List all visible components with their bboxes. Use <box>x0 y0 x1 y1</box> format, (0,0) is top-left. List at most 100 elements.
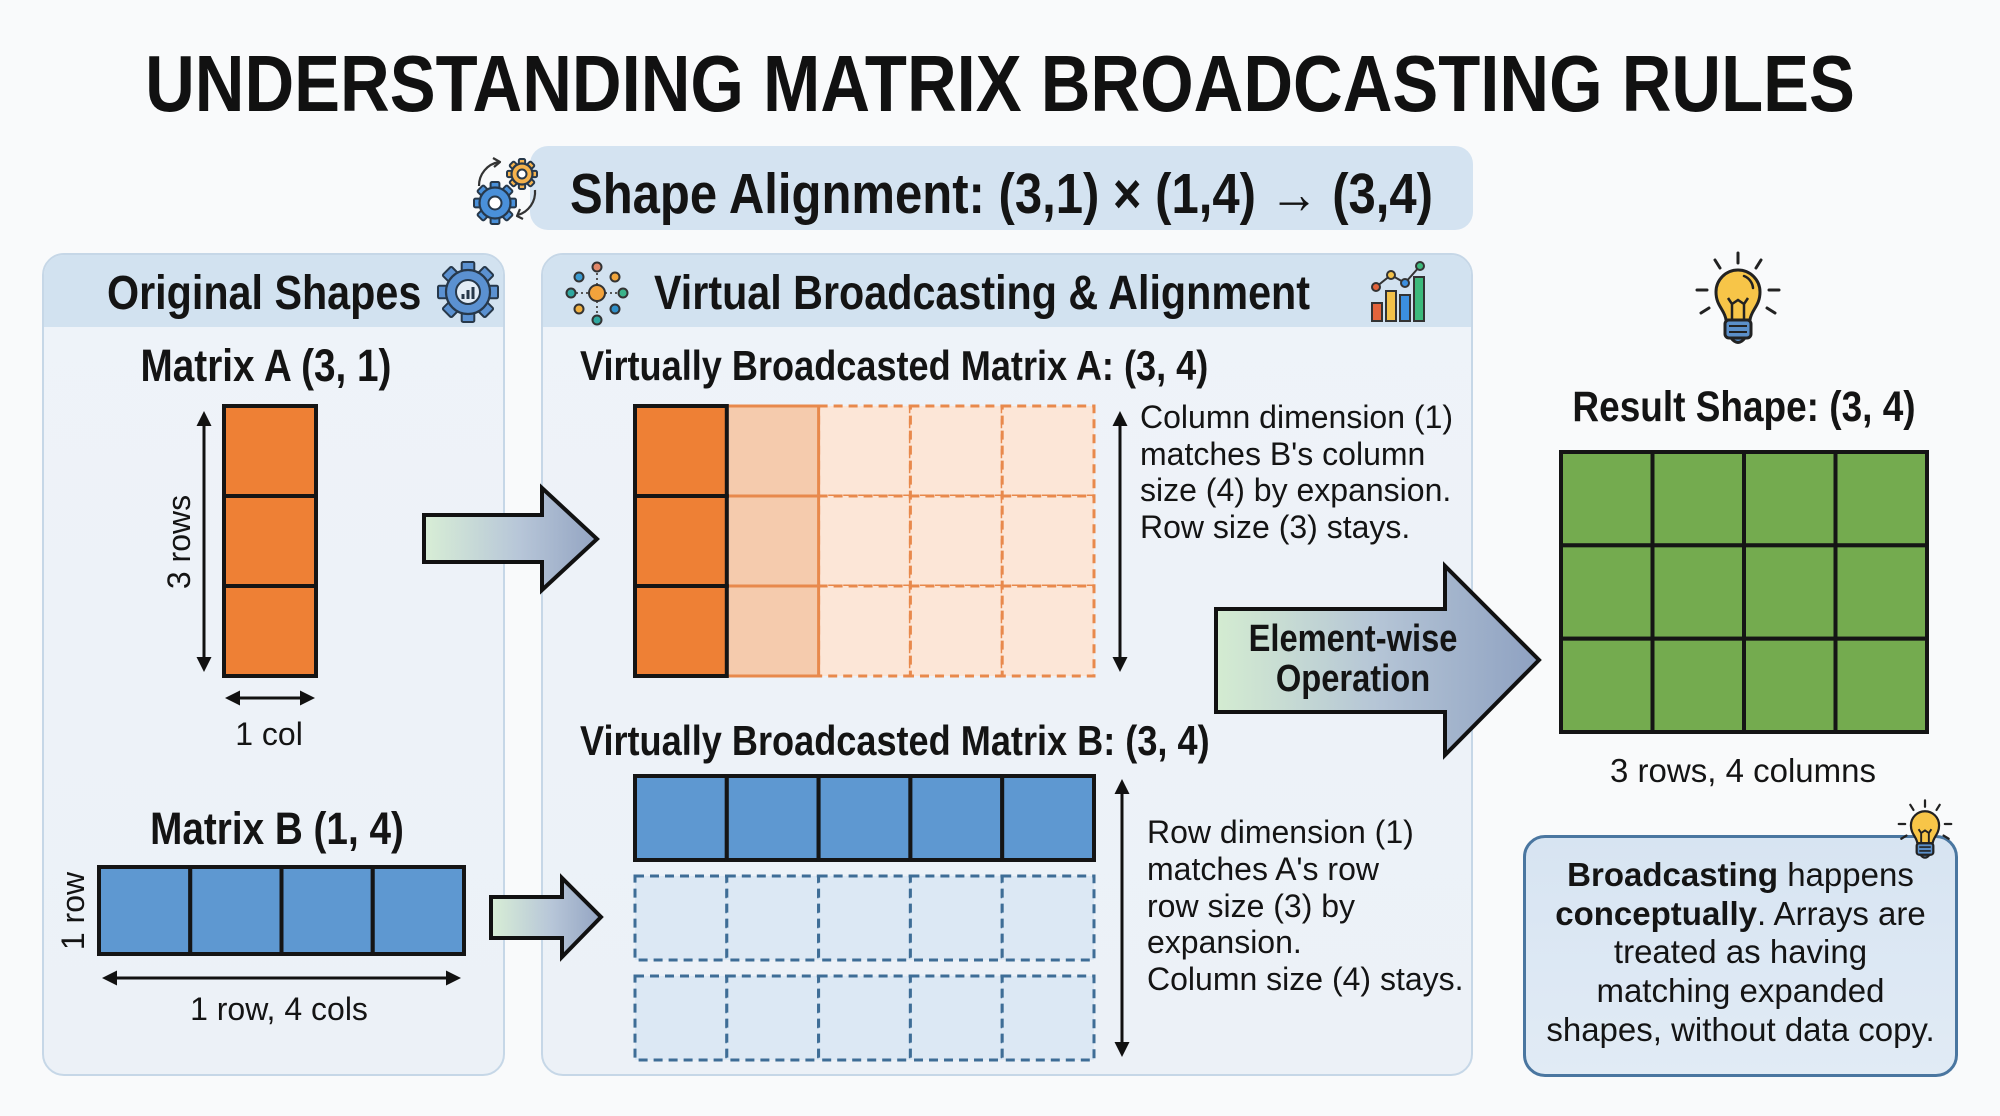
result-cell <box>1650 450 1746 548</box>
broadcast-a-cell-original <box>633 494 729 588</box>
broadcast-b-cell-original <box>908 774 1005 862</box>
broadcast-a-cell-original <box>633 404 729 498</box>
element-wise-operation-label: Element-wise Operation <box>1224 619 1482 699</box>
page-title: UNDERSTANDING MATRIX BROADCASTING RULES <box>145 39 1855 128</box>
broadcast-b-cell-virtual <box>817 874 912 962</box>
broadcast-a-label: Virtually Broadcasted Matrix A: (3, 4) <box>580 342 1209 389</box>
broadcast-b-label: Virtually Broadcasted Matrix B: (3, 4) <box>580 717 1210 764</box>
result-grid <box>1559 450 1929 735</box>
broadcast-b-note-line: matches A's row <box>1147 850 1379 887</box>
broadcast-a-cell-virtual <box>908 584 1004 678</box>
matrix-b-rows-label: 1 row <box>55 871 91 951</box>
result-shape-label: Result Shape: (3, 4) <box>1572 383 1916 431</box>
result-cell <box>1742 636 1838 735</box>
broadcast-b-cell-virtual <box>908 874 1004 962</box>
note-line: treated as having <box>1613 933 1868 971</box>
broadcast-b-cell-virtual <box>725 874 821 962</box>
operation-line: Operation <box>1275 658 1431 700</box>
broadcast-a-note: Column dimension (1) matches B's column … <box>1140 399 1453 545</box>
broadcast-b-note: Row dimension (1) matches A's row row si… <box>1147 814 1464 998</box>
result-cell <box>1742 450 1838 548</box>
broadcast-a-cell-virtual <box>1000 584 1096 678</box>
matrix-a-cols-label: 1 col <box>235 716 303 752</box>
original-shapes-panel-header <box>44 255 503 327</box>
original-shapes-title: Original Shapes <box>107 267 422 320</box>
broadcast-a-cell-virtual <box>1000 404 1096 498</box>
note-line: Broadcasting happens <box>1523 856 1958 895</box>
broadcast-a-cell-virtual <box>908 494 1004 588</box>
result-cell <box>1650 636 1746 735</box>
broadcast-b-grid <box>633 774 1097 1062</box>
gear-chart-icon <box>436 260 500 324</box>
matrix-b-cell <box>370 865 466 956</box>
result-caption: 3 rows, 4 columns <box>1610 752 1876 789</box>
operation-line: Element-wise <box>1248 618 1458 660</box>
matrix-b-cell <box>279 865 375 956</box>
result-cell <box>1833 543 1929 641</box>
note-line: matching expanded <box>1596 972 1885 1010</box>
broadcast-a-cell-virtual <box>817 404 912 498</box>
broadcast-a-note-line: Column dimension (1) <box>1140 399 1454 435</box>
broadcast-a-note-line: matches B's column <box>1140 435 1426 472</box>
broadcast-b-note-line: expansion. <box>1147 924 1302 961</box>
note-box <box>1523 835 1958 1077</box>
note-line: shapes, without data copy. <box>1546 1010 1935 1048</box>
broadcast-b-note-line: row size (3) by <box>1147 887 1356 924</box>
result-cell <box>1833 636 1929 735</box>
matrix-b-cols-label: 1 row, 4 cols <box>190 991 368 1027</box>
virtual-broadcasting-panel-header <box>543 255 1471 327</box>
matrix-b-label: Matrix B (1, 4) <box>150 803 404 854</box>
broadcast-a-note-line: Row size (3) stays. <box>1140 508 1411 545</box>
matrix-a-rows-label: 3 rows <box>161 494 197 590</box>
result-cell <box>1650 543 1746 641</box>
broadcast-a-cell-original <box>633 584 729 678</box>
matrix-a-cell <box>222 494 318 588</box>
bar-chart-icon <box>1364 259 1432 325</box>
broadcast-a-grid <box>633 404 1096 678</box>
broadcast-b-cell-virtual <box>633 974 729 1062</box>
matrix-a-cell <box>222 584 318 678</box>
gears-icon <box>468 150 546 228</box>
lightbulb-icon <box>1688 250 1788 358</box>
broadcast-a-cell-expanded <box>725 494 821 588</box>
note-bold-term: conceptually <box>1555 894 1757 932</box>
broadcast-a-cell-virtual <box>817 494 912 588</box>
result-cell <box>1559 450 1655 548</box>
broadcast-b-cell-virtual <box>1000 874 1096 962</box>
note-bold-term: Broadcasting <box>1567 856 1779 893</box>
matrix-b-cell <box>188 865 284 956</box>
broadcast-b-cell-virtual <box>908 974 1004 1062</box>
broadcast-b-cell-original <box>816 774 913 862</box>
note-text-segment: happens <box>1778 856 1914 893</box>
note-text-segment: . Arrays are <box>1757 894 1926 932</box>
broadcast-b-note-line: Column size (4) stays. <box>1147 961 1464 998</box>
result-cell <box>1742 543 1838 641</box>
matrix-a-label: Matrix A (3, 1) <box>140 340 392 391</box>
broadcast-b-cell-original <box>1000 774 1097 862</box>
broadcast-b-cell-virtual <box>817 974 912 1062</box>
network-icon <box>563 259 631 327</box>
broadcast-a-cell-expanded <box>725 404 821 498</box>
broadcast-a-cell-expanded <box>725 584 821 678</box>
broadcast-b-cell-original <box>724 774 821 862</box>
banner-text: Shape Alignment: (3,1) × (1,4) → (3,4) <box>570 162 1433 226</box>
broadcast-a-cell-virtual <box>908 404 1004 498</box>
broadcast-a-note-line: size (4) by expansion. <box>1140 472 1452 508</box>
result-cell <box>1833 450 1929 548</box>
broadcast-a-cell-virtual <box>817 584 912 678</box>
matrix-a-grid <box>222 404 318 678</box>
virtual-broadcasting-title: Virtual Broadcasting & Alignment <box>654 267 1310 320</box>
matrix-b-grid <box>97 865 466 956</box>
banner-background <box>530 146 1473 230</box>
result-cell <box>1559 543 1655 641</box>
broadcast-b-cell-original <box>633 774 729 862</box>
matrix-b-cell <box>97 865 193 956</box>
broadcast-a-cell-virtual <box>1000 494 1096 588</box>
matrix-a-cell <box>222 404 318 498</box>
result-cell <box>1559 636 1655 735</box>
note-line: conceptually. Arrays are <box>1523 895 1958 934</box>
broadcast-b-cell-virtual <box>633 874 729 962</box>
note-text: Broadcasting happens conceptually. Array… <box>1523 856 1958 1050</box>
broadcast-b-note-line: Row dimension (1) <box>1147 814 1414 850</box>
